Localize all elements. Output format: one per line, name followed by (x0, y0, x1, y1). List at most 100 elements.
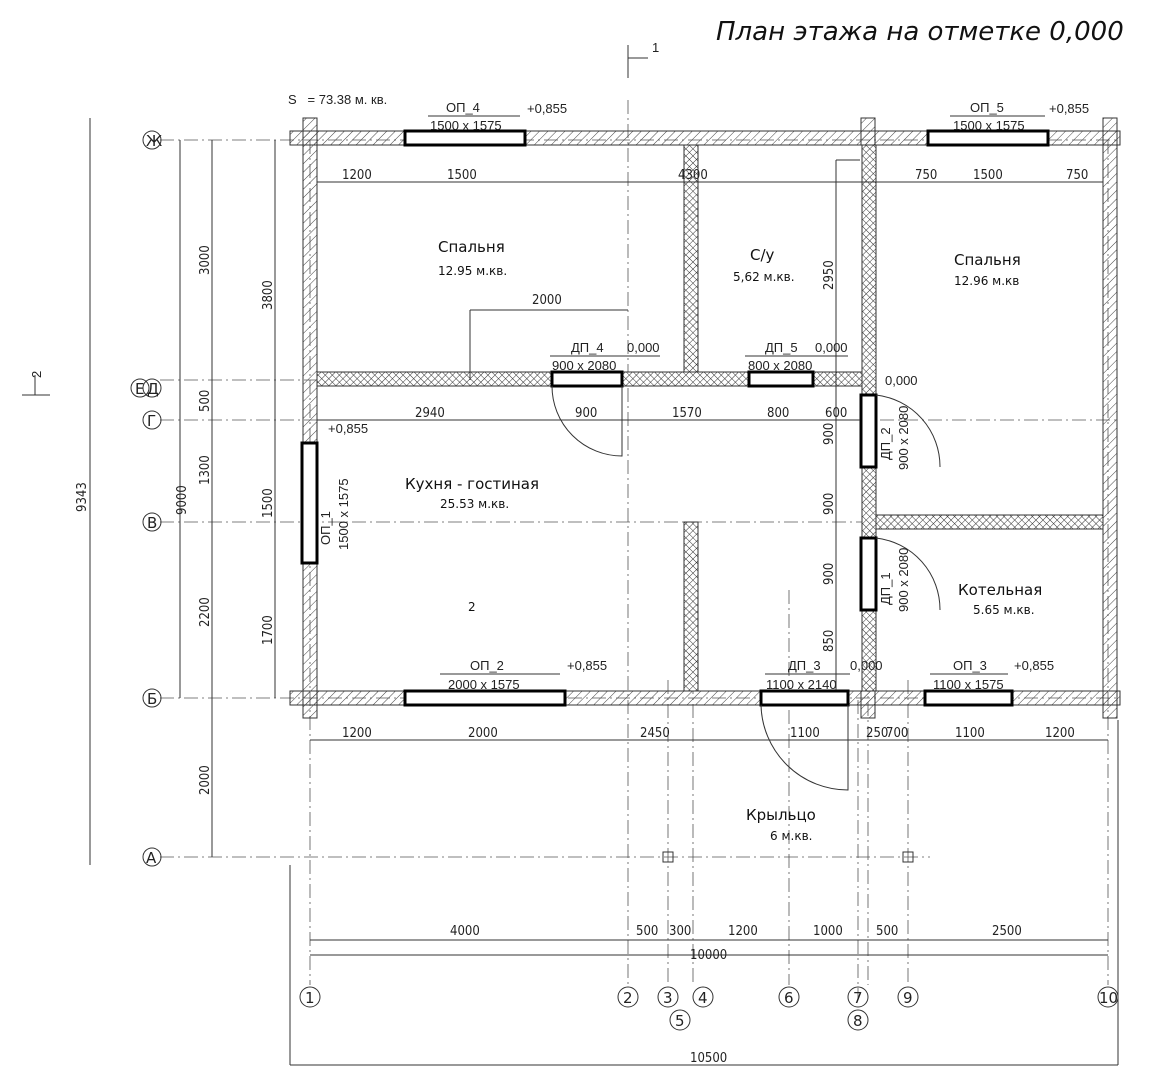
svg-text:1700: 1700 (261, 615, 276, 645)
svg-text:ОП_1: ОП_1 (318, 511, 333, 545)
svg-text:5: 5 (675, 1012, 685, 1030)
svg-text:8: 8 (853, 1012, 863, 1030)
svg-text:9343: 9343 (75, 482, 90, 512)
room-labels: Спальня 12.95 м.кв. С/у 5,62 м.кв. Спальня… (405, 238, 1042, 843)
svg-text:5.65 м.кв.: 5.65 м.кв. (973, 603, 1035, 617)
svg-text:10500: 10500 (690, 1051, 727, 1066)
svg-text:3000: 3000 (198, 245, 213, 275)
svg-text:4000: 4000 (450, 924, 480, 939)
svg-text:Спальня: Спальня (438, 238, 505, 256)
svg-text:900: 900 (822, 493, 837, 515)
svg-text:ОП_2: ОП_2 (470, 658, 504, 673)
svg-text:1500: 1500 (447, 168, 477, 183)
svg-text:800 x 2080: 800 x 2080 (748, 358, 812, 373)
svg-text:1500: 1500 (973, 168, 1003, 183)
svg-text:9000: 9000 (175, 485, 190, 515)
svg-text:ДП_1: ДП_1 (878, 572, 893, 605)
svg-text:ДП_3: ДП_3 (788, 658, 821, 673)
dimension-lines (89, 118, 1119, 1066)
svg-text:12.95 м.кв.: 12.95 м.кв. (438, 264, 507, 278)
svg-text:900 x 2080: 900 x 2080 (896, 406, 911, 470)
svg-text:Кухня - гостиная: Кухня - гостиная (405, 475, 539, 493)
svg-text:1200: 1200 (342, 168, 372, 183)
section-mark-2: 2 (22, 371, 50, 396)
svg-text:3: 3 (663, 989, 673, 1007)
svg-text:5,62 м.кв.: 5,62 м.кв. (733, 270, 795, 284)
svg-text:1: 1 (305, 989, 315, 1007)
svg-text:1500: 1500 (261, 488, 276, 518)
svg-text:250: 250 (866, 726, 888, 741)
svg-text:2000: 2000 (468, 726, 498, 741)
svg-text:25.53 м.кв.: 25.53 м.кв. (440, 497, 509, 511)
svg-text:2200: 2200 (198, 597, 213, 627)
svg-text:900: 900 (822, 563, 837, 585)
svg-text:1100: 1100 (790, 726, 820, 741)
svg-text:2: 2 (29, 371, 44, 378)
svg-text:600: 600 (825, 406, 847, 421)
svg-text:1000: 1000 (813, 924, 843, 939)
svg-text:12.96 м.кв: 12.96 м.кв (954, 274, 1019, 288)
svg-text:2000 x 1575: 2000 x 1575 (448, 677, 520, 692)
svg-text:800: 800 (767, 406, 789, 421)
svg-text:500: 500 (198, 390, 213, 412)
svg-text:750: 750 (1066, 168, 1088, 183)
svg-text:2450: 2450 (640, 726, 670, 741)
svg-text:А: А (146, 849, 157, 867)
row-axis-bubbles: Ж Е Д Г В Б А (130, 130, 162, 867)
svg-text:1500 x 1575: 1500 x 1575 (336, 478, 351, 550)
svg-text:750: 750 (915, 168, 937, 183)
svg-text:1200: 1200 (1045, 726, 1075, 741)
svg-text:Б: Б (147, 690, 157, 708)
svg-text:1570: 1570 (672, 406, 702, 421)
svg-text:2000: 2000 (198, 765, 213, 795)
svg-text:2000: 2000 (532, 293, 562, 308)
total-area: S = 73.38 м. кв. (288, 92, 387, 107)
svg-text:900 x 2080: 900 x 2080 (896, 548, 911, 612)
svg-text:1: 1 (652, 40, 659, 55)
svg-text:С/у: С/у (750, 246, 775, 264)
svg-text:4300: 4300 (678, 168, 708, 183)
svg-text:1200: 1200 (728, 924, 758, 939)
svg-text:900 x 2080: 900 x 2080 (552, 358, 616, 373)
svg-text:ОП_3: ОП_3 (953, 658, 987, 673)
svg-text:1500 x 1575: 1500 x 1575 (953, 118, 1025, 133)
svg-text:Е: Е (135, 380, 144, 398)
svg-text:9: 9 (903, 989, 913, 1007)
svg-text:ДП_4: ДП_4 (571, 340, 604, 355)
svg-text:В: В (147, 514, 157, 532)
svg-text:700: 700 (886, 726, 908, 741)
svg-text:ОП_5: ОП_5 (970, 100, 1004, 115)
svg-text:4: 4 (698, 989, 708, 1007)
svg-text:10: 10 (1099, 989, 1118, 1007)
svg-text:500: 500 (636, 924, 658, 939)
svg-text:+0,855: +0,855 (1014, 658, 1054, 673)
drawing-title: План этажа на отметке 0,000 (716, 17, 1124, 47)
svg-text:ДП_2: ДП_2 (878, 427, 893, 460)
svg-text:+0,855: +0,855 (567, 658, 607, 673)
svg-text:1200: 1200 (342, 726, 372, 741)
svg-text:0,000: 0,000 (850, 658, 883, 673)
svg-text:900: 900 (575, 406, 597, 421)
svg-text:500: 500 (876, 924, 898, 939)
section-mark-1: 1 (627, 40, 659, 78)
svg-text:850: 850 (822, 630, 837, 652)
svg-text:0,000: 0,000 (885, 373, 918, 388)
svg-text:1100 x 1575: 1100 x 1575 (933, 677, 1004, 692)
svg-text:3800: 3800 (261, 280, 276, 310)
svg-text:1100 x 2140: 1100 x 2140 (766, 677, 837, 692)
svg-text:2: 2 (468, 600, 476, 614)
svg-text:+0,855: +0,855 (527, 101, 567, 116)
svg-text:0,000: 0,000 (815, 340, 848, 355)
svg-text:2940: 2940 (415, 406, 445, 421)
svg-text:Д: Д (147, 380, 159, 398)
svg-text:Крыльцо: Крыльцо (746, 806, 816, 824)
svg-text:900: 900 (822, 423, 837, 445)
svg-text:1100: 1100 (955, 726, 985, 741)
svg-text:Спальня: Спальня (954, 251, 1021, 269)
svg-text:7: 7 (853, 989, 863, 1007)
svg-text:Котельная: Котельная (958, 581, 1042, 599)
svg-text:2: 2 (623, 989, 633, 1007)
